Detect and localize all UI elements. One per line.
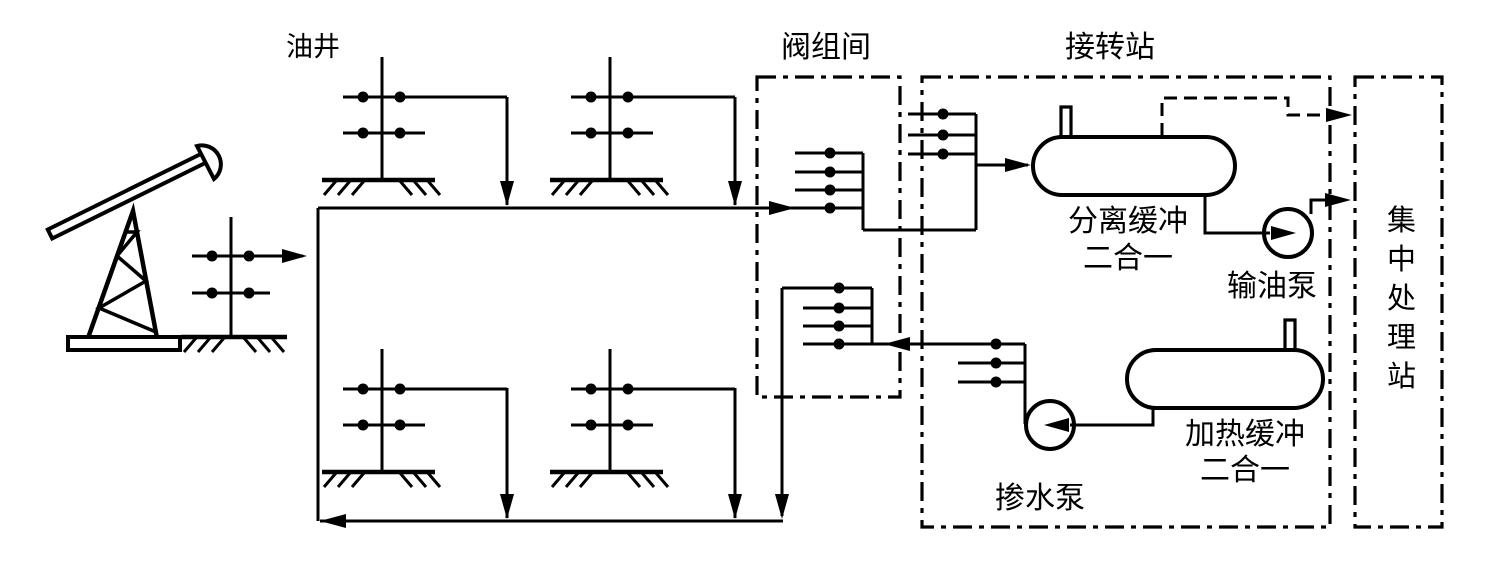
heating-buffer-label-line2: 二合一 — [1200, 453, 1290, 488]
valve-dot — [937, 129, 949, 141]
flow-arrow — [1044, 418, 1069, 432]
valve-room-box — [755, 75, 902, 399]
processing-station-box — [1353, 75, 1444, 529]
flow-arrow — [500, 494, 514, 519]
central-processing-station-label: 集中处理站 — [1382, 204, 1417, 400]
well-flowline-drops — [505, 97, 737, 518]
valve-dot — [833, 338, 845, 350]
valve-dot — [990, 338, 1002, 350]
valve-dot — [206, 250, 218, 262]
pumpjack — [45, 143, 223, 352]
flow-arrow — [728, 494, 742, 519]
vessel-body — [1031, 135, 1237, 197]
flow-arrow — [1005, 158, 1031, 172]
vessel-nozzle — [1283, 318, 1297, 351]
station-water-manifold — [958, 338, 1025, 388]
valve-dot — [990, 357, 1002, 369]
pump-circle-icon — [1262, 207, 1314, 259]
vessel-nozzle — [1059, 105, 1073, 138]
separator-buffer-label: 分离缓冲 二合一 — [1068, 203, 1188, 277]
transfer-station-label: 接转站 — [1065, 30, 1155, 65]
wellhead-top-1 — [322, 57, 507, 195]
valve-room-water-manifold — [775, 282, 1025, 519]
water-injection-pump-label: 掺水泵 — [995, 481, 1085, 516]
oil-well-label: 油井 — [286, 32, 340, 63]
transfer-station-box — [920, 75, 1332, 529]
valve-dot — [824, 202, 836, 214]
separator-buffer-label-line1: 分离缓冲 — [1068, 204, 1188, 239]
valve-dot — [990, 376, 1002, 388]
station-inlet-manifold — [908, 108, 1031, 230]
valve-dot — [824, 166, 836, 178]
valve-dot — [824, 184, 836, 196]
flow-arrow — [500, 181, 514, 206]
heating-buffer-label: 加热缓冲 二合一 — [1185, 417, 1305, 489]
flow-arrow — [320, 514, 346, 528]
gas-line — [1160, 96, 1352, 136]
flow-arrow — [775, 494, 789, 519]
valve-room-label: 阀组间 — [781, 30, 871, 65]
valve-dot — [833, 302, 845, 314]
oil-transfer-pump-label: 输油泵 — [1227, 269, 1317, 304]
valve-dot — [824, 147, 836, 159]
valve-dot — [833, 282, 845, 294]
pumpjack-tower — [85, 202, 160, 339]
wellhead-top-2 — [550, 57, 735, 195]
flow-arrow — [884, 337, 910, 351]
pumpjack-bracing — [95, 230, 157, 334]
valve-dot — [937, 108, 949, 120]
flow-arrow — [1271, 226, 1296, 240]
flow-arrow — [1326, 108, 1352, 122]
valve-room-oil-manifold — [795, 147, 976, 232]
flow-arrow — [728, 181, 742, 206]
valve-dot — [243, 287, 255, 299]
pump-circle-icon — [1024, 399, 1076, 451]
separator-buffer-vessel — [1031, 105, 1237, 197]
valve-dot — [206, 287, 218, 299]
valve-dot — [937, 148, 949, 160]
flow-arrow — [282, 249, 307, 263]
vessel-body — [1125, 348, 1325, 410]
heating-buffer-label-line1: 加热缓冲 — [1185, 417, 1305, 452]
valve-dot — [833, 320, 845, 332]
separator-buffer-label-line2: 二合一 — [1083, 241, 1173, 276]
wellhead-single — [181, 217, 307, 353]
flow-arrow — [1325, 193, 1351, 207]
pumpjack-horsehead-icon — [194, 143, 223, 183]
oil-transfer-pump — [1203, 193, 1351, 259]
water-injection-pump — [1023, 344, 1155, 451]
heating-buffer-vessel — [1125, 318, 1325, 410]
pumpjack-base — [66, 335, 182, 352]
flow-arrow — [769, 201, 795, 215]
wellhead-bottom-2 — [550, 349, 735, 487]
wellhead-bottom-1 — [322, 349, 507, 487]
valve-dot — [243, 250, 255, 262]
